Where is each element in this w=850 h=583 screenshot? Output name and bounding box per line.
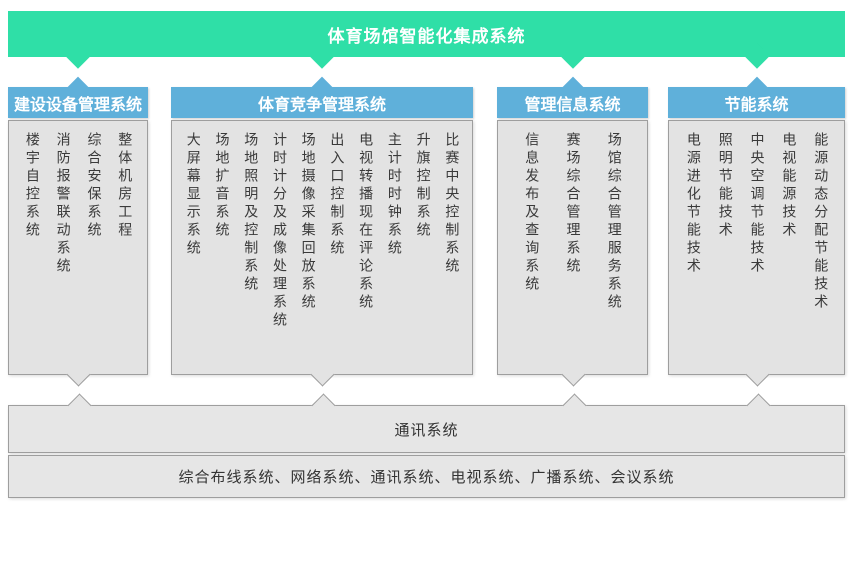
base-subsystems-bar: 综合布线系统、网络系统、通讯系统、电视系统、广播系统、会议系统 — [8, 455, 845, 498]
connector-notch-up-icon — [311, 393, 336, 418]
column-building-equipment: 建设设备管理系统 整体机房工程 综合安保系统 消防报警联动系统 楼宇自控系统 — [8, 76, 148, 387]
subsystem-item: 能源动态分配节能技术 — [812, 132, 829, 312]
column-body: 能源动态分配节能技术 电视能源技术 中央空调节能技术 照明节能技术 电源进化节能… — [668, 120, 845, 387]
connector-notch-down-icon — [65, 43, 91, 69]
column-energy-saving: 节能系统 能源动态分配节能技术 电视能源技术 中央空调节能技术 照明节能技术 电… — [668, 76, 845, 387]
subsystem-item: 赛场综合管理系统 — [564, 132, 581, 276]
subsystem-item: 整体机房工程 — [116, 132, 133, 240]
subsystem-item: 大屏幕显示系统 — [184, 132, 201, 258]
column-management-info: 管理信息系统 场馆综合管理服务系统 赛场综合管理系统 信息发布及查询系统 — [497, 76, 648, 387]
column-sports-competition: 体育竞争管理系统 比赛中央控制系统 升旗控制系统 主计时时钟系统 电视转播现在评… — [171, 76, 473, 387]
connector-notch-down-icon — [66, 362, 91, 387]
connector-notch-down-icon — [560, 362, 586, 387]
subsystem-item: 计时计分及成像处理系统 — [270, 132, 287, 330]
column-header: 体育竞争管理系统 — [171, 76, 473, 118]
main-system-title: 体育场馆智能化集成系统 — [327, 26, 526, 47]
connector-notch-down-icon — [743, 43, 770, 69]
connector-notch-up-icon — [745, 393, 771, 418]
subsystem-item: 升旗控制系统 — [414, 132, 431, 240]
column-body: 比赛中央控制系统 升旗控制系统 主计时时钟系统 电视转播现在评论系统 出入口控制… — [171, 120, 473, 387]
subsystem-item: 场馆综合管理服务系统 — [605, 132, 622, 312]
subsystem-item: 出入口控制系统 — [328, 132, 345, 258]
column-header-label: 管理信息系统 — [524, 94, 621, 114]
connector-notch-down-icon — [310, 362, 335, 387]
subsystem-item: 比赛中央控制系统 — [443, 132, 460, 276]
subsystem-item: 场地摄像采集回放系统 — [299, 132, 316, 312]
subsystem-item: 楼宇自控系统 — [23, 132, 40, 240]
main-system-banner: 体育场馆智能化集成系统 — [8, 11, 845, 69]
subsystem-item: 电视能源技术 — [780, 132, 797, 240]
connector-notch-up-icon — [561, 393, 587, 418]
subsystem-item: 信息发布及查询系统 — [523, 132, 540, 294]
connector-notch-up-icon — [67, 393, 92, 418]
base-subsystems-label: 综合布线系统、网络系统、通讯系统、电视系统、广播系统、会议系统 — [178, 468, 675, 486]
column-header-label: 体育竞争管理系统 — [257, 94, 386, 114]
column-body: 整体机房工程 综合安保系统 消防报警联动系统 楼宇自控系统 — [8, 120, 148, 387]
subsystem-item: 综合安保系统 — [85, 132, 102, 240]
column-header-label: 节能系统 — [724, 94, 789, 114]
connector-notch-down-icon — [559, 43, 586, 69]
communication-bus-bar: 通讯系统 — [8, 393, 845, 453]
subsystem-item: 电源进化节能技术 — [684, 132, 701, 276]
subsystem-item: 电视转播现在评论系统 — [357, 132, 374, 312]
column-header-label: 建设设备管理系统 — [13, 94, 142, 114]
communication-bus-label: 通讯系统 — [394, 420, 459, 439]
column-header: 节能系统 — [668, 76, 845, 118]
connector-notch-down-icon — [744, 362, 770, 387]
column-header: 管理信息系统 — [497, 76, 648, 118]
subsystem-item: 场地照明及控制系统 — [242, 132, 259, 294]
subsystem-item: 主计时时钟系统 — [385, 132, 402, 258]
column-body: 场馆综合管理服务系统 赛场综合管理系统 信息发布及查询系统 — [497, 120, 648, 387]
subsystem-item: 消防报警联动系统 — [54, 132, 71, 276]
subsystem-item: 场地扩音系统 — [213, 132, 230, 240]
column-header: 建设设备管理系统 — [8, 76, 148, 118]
subsystem-item: 中央空调节能技术 — [748, 132, 765, 276]
connector-notch-down-icon — [309, 43, 335, 69]
subsystem-item: 照明节能技术 — [716, 132, 733, 240]
